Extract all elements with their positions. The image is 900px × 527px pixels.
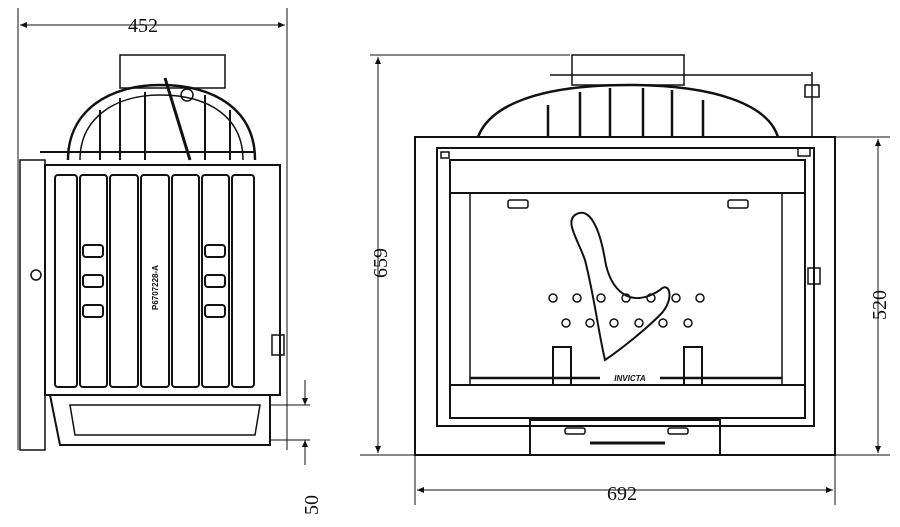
dimension-body-height: 520	[869, 290, 891, 320]
door	[436, 147, 815, 427]
dome-front	[476, 83, 780, 138]
flue-collar	[119, 54, 226, 89]
ash-drawer[interactable]	[529, 419, 721, 456]
glass-panel	[449, 159, 806, 419]
air-holes	[548, 293, 705, 328]
flue-collar-front	[571, 54, 685, 86]
front-view: 659 520 692	[360, 54, 891, 505]
ash-pan	[48, 394, 271, 446]
side-part-number: P6707228-A	[151, 265, 160, 310]
side-view: 452 P6707228-A	[17, 8, 323, 515]
dimension-side-width: 452	[128, 15, 158, 37]
brand-logo: INVICTA	[614, 374, 646, 383]
dimension-bottom-offset: 50	[301, 495, 323, 515]
flame-outline	[570, 211, 671, 362]
dome	[66, 83, 257, 161]
dimension-front-width: 692	[607, 483, 637, 505]
handle-knob	[180, 88, 194, 102]
door-handle[interactable]	[807, 267, 821, 285]
dimension-total-height: 659	[370, 248, 392, 278]
